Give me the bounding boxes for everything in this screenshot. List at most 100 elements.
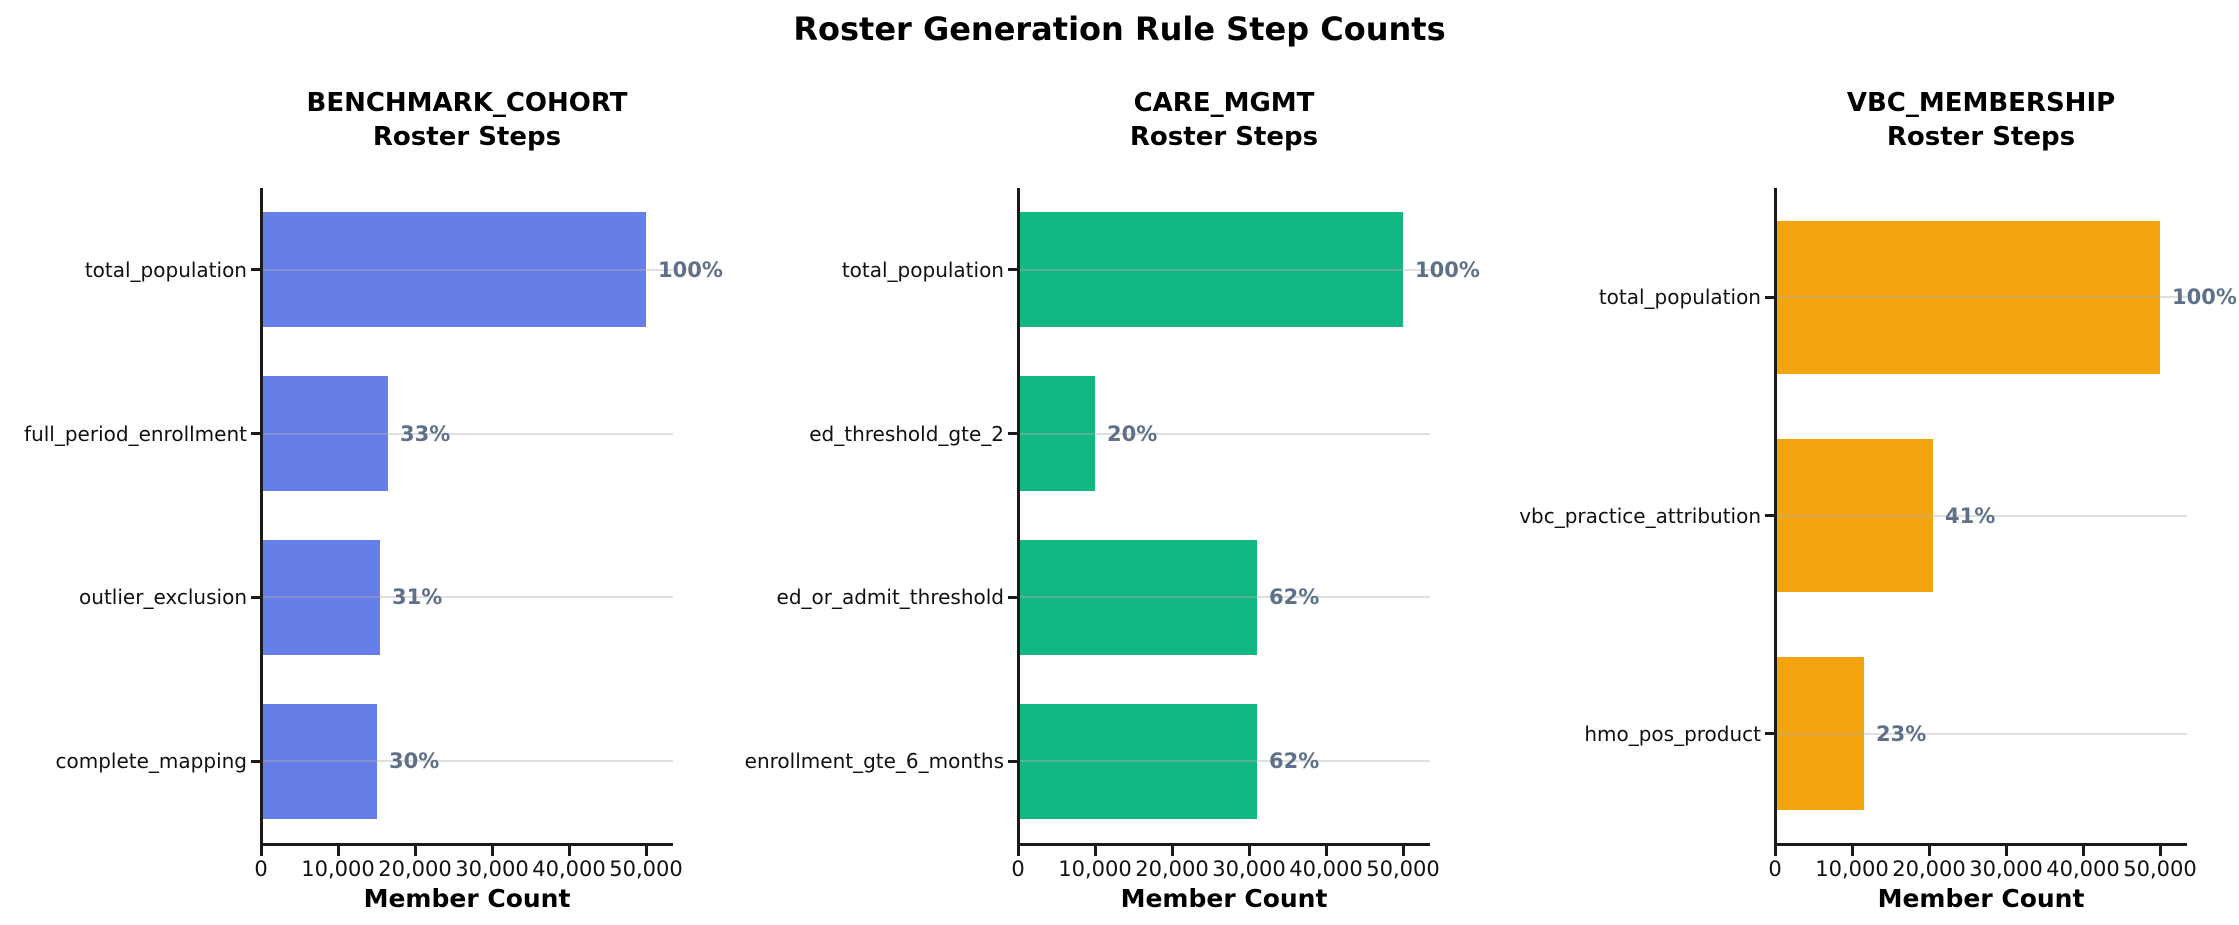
y-category-label: ed_or_admit_threshold [776,585,1004,609]
pct-label: 100% [1415,258,1480,282]
subplot-title-line: CARE_MGMT [1133,88,1315,118]
x-tick-mark [1928,846,1931,856]
gridline [261,433,673,435]
y-tick-mark [1008,596,1018,599]
bar [1018,376,1095,491]
pct-label: 23% [1876,722,1927,746]
y-category-label: total_population [1598,285,1761,309]
y-tick-mark [1765,296,1775,299]
bar [1775,221,2160,374]
bar [1018,212,1403,327]
bar [261,704,377,819]
y-category-label: ed_threshold_gte_2 [809,422,1004,446]
x-tick-label: 0 [1768,857,1782,881]
left-spine [1774,188,1777,846]
x-tick-label: 40,000 [532,857,606,881]
subplot-title-line: Roster Steps [1886,122,2076,152]
y-category-label: outlier_exclusion [79,585,247,609]
x-tick-label: 0 [1011,857,1025,881]
y-category-label: vbc_practice_attribution [1519,504,1761,528]
x-tick-mark [1017,846,1020,856]
gridline [1018,269,1430,271]
y-category-label: hmo_pos_product [1584,722,1761,746]
gridline [261,760,673,762]
y-tick-mark [251,760,261,763]
x-tick-mark [2159,846,2162,856]
x-axis-label: Member Count [1877,884,2085,913]
subplot-title-line: VBC_MEMBERSHIP [1846,88,2116,118]
x-tick-mark [568,846,571,856]
pct-label: 33% [400,422,451,446]
x-tick-mark [1171,846,1174,856]
gridline [1775,515,2187,517]
x-tick-mark [1774,846,1777,856]
x-tick-mark [2082,846,2085,856]
y-tick-mark [1765,732,1775,735]
subplot-title-line: BENCHMARK_COHORT [306,88,628,118]
gridline [1018,760,1430,762]
x-tick-mark [645,846,648,856]
x-tick-label: 10,000 [1815,857,1889,881]
bar [261,212,646,327]
bar [1775,657,1864,810]
bottom-spine [1017,843,1430,846]
x-tick-label: 40,000 [1289,857,1363,881]
x-tick-mark [1248,846,1251,856]
x-tick-mark [414,846,417,856]
x-tick-label: 50,000 [2123,857,2197,881]
gridline [1018,596,1430,598]
x-tick-label: 40,000 [2046,857,2120,881]
bar [1018,704,1257,819]
y-category-label: enrollment_gte_6_months [744,749,1004,773]
pct-label: 62% [1269,749,1320,773]
left-spine [260,188,263,846]
subplot-title-line: Roster Steps [1129,122,1319,152]
x-tick-label: 20,000 [1892,857,1966,881]
left-spine [1017,188,1020,846]
x-tick-label: 10,000 [301,857,375,881]
x-axis-label: Member Count [363,884,571,913]
pct-label: 41% [1945,504,1996,528]
y-tick-mark [251,596,261,599]
x-tick-label: 30,000 [455,857,529,881]
bottom-spine [260,843,673,846]
x-tick-mark [1851,846,1854,856]
x-tick-mark [1325,846,1328,856]
bar [1018,540,1257,655]
x-tick-label: 30,000 [1212,857,1286,881]
x-tick-mark [1402,846,1405,856]
x-tick-label: 20,000 [378,857,452,881]
pct-label: 62% [1269,585,1320,609]
main-title: Roster Generation Rule Step Counts [793,10,1446,48]
y-tick-mark [1008,268,1018,271]
y-tick-mark [1008,760,1018,763]
x-tick-label: 10,000 [1058,857,1132,881]
x-tick-mark [491,846,494,856]
x-tick-label: 20,000 [1135,857,1209,881]
x-tick-label: 50,000 [1366,857,1440,881]
subplot-title: VBC_MEMBERSHIP Roster Steps [1681,86,2239,154]
gridline [1775,733,2187,735]
y-category-label: total_population [84,258,247,282]
bar [261,376,388,491]
bar [1775,439,1933,592]
y-category-label: total_population [841,258,1004,282]
x-tick-mark [260,846,263,856]
gridline [261,269,673,271]
subplot-title: CARE_MGMT Roster Steps [924,86,1524,154]
pct-label: 100% [658,258,723,282]
gridline [261,596,673,598]
y-category-label: complete_mapping [55,749,247,773]
y-tick-mark [251,268,261,271]
gridline [1775,296,2187,298]
pct-label: 31% [392,585,443,609]
x-tick-mark [337,846,340,856]
pct-label: 20% [1107,422,1158,446]
x-tick-label: 0 [254,857,268,881]
x-tick-label: 50,000 [609,857,683,881]
pct-label: 30% [389,749,440,773]
y-tick-mark [251,432,261,435]
x-tick-mark [1094,846,1097,856]
